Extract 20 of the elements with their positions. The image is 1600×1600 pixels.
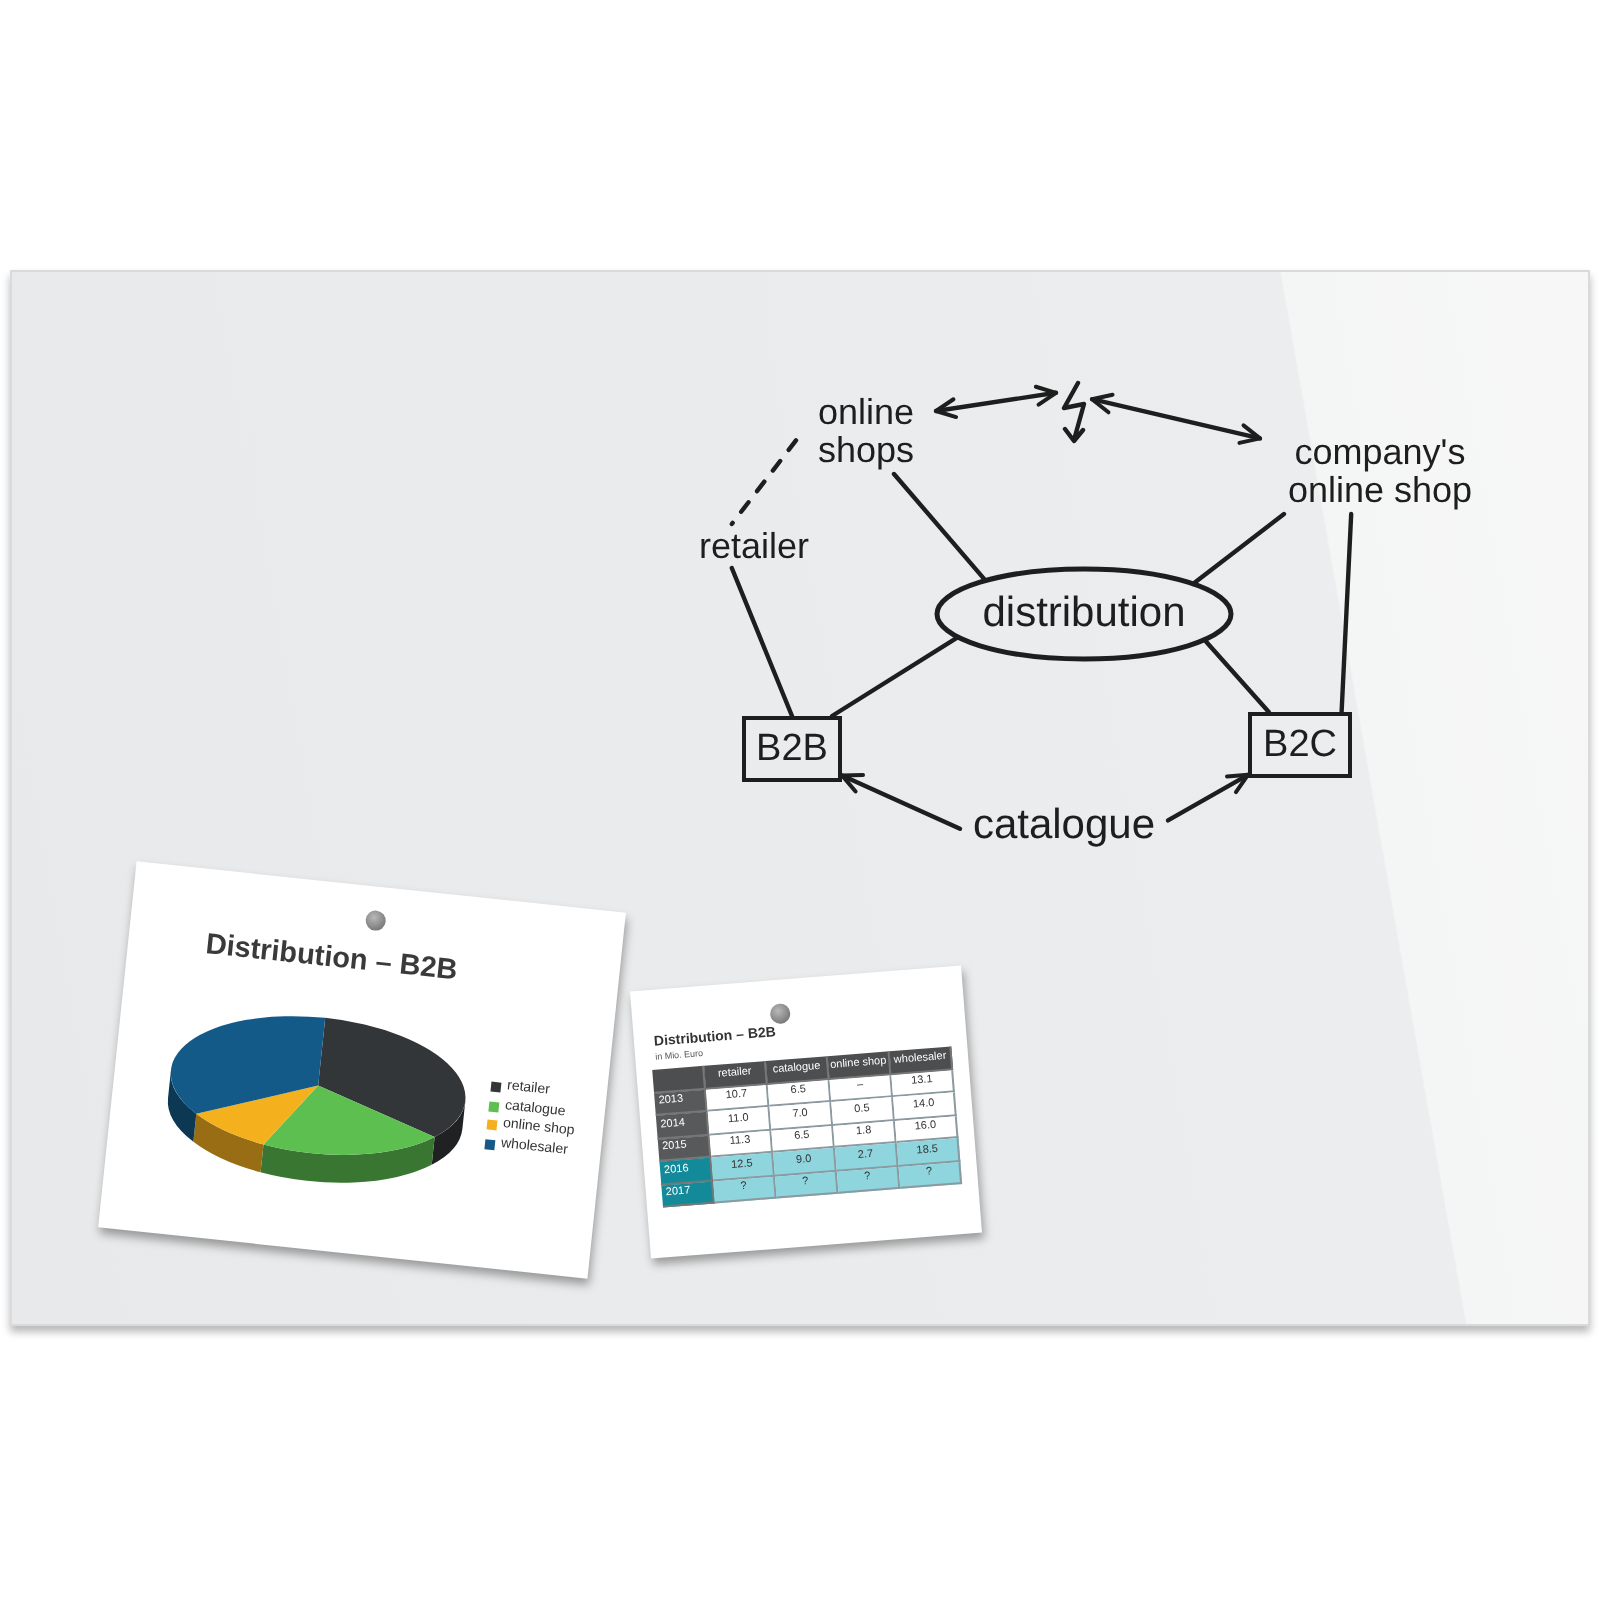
handwritten-label: online shops — [796, 390, 936, 474]
connector-line — [729, 565, 795, 719]
handwritten-label: catalogue — [960, 798, 1168, 854]
arrow — [839, 773, 963, 831]
connector-line — [1202, 637, 1271, 715]
handwritten-label: company's online shop — [1260, 430, 1500, 514]
dashed-line — [729, 438, 799, 527]
process-box: B2C — [1248, 712, 1352, 778]
connector-line — [1191, 511, 1287, 586]
connector-line — [891, 471, 988, 583]
lightning-icon — [1056, 380, 1092, 444]
oval-node: distribution — [934, 566, 1234, 662]
process-box: B2B — [742, 716, 842, 782]
card-title: Distribution – B2B — [201, 930, 460, 990]
connector-line — [1339, 511, 1354, 715]
arrow — [1165, 772, 1251, 823]
double-headed-arrow — [933, 384, 1059, 420]
connector-line — [829, 635, 961, 719]
handwritten-label: retailer — [680, 524, 828, 568]
double-headed-arrow — [1089, 392, 1263, 445]
